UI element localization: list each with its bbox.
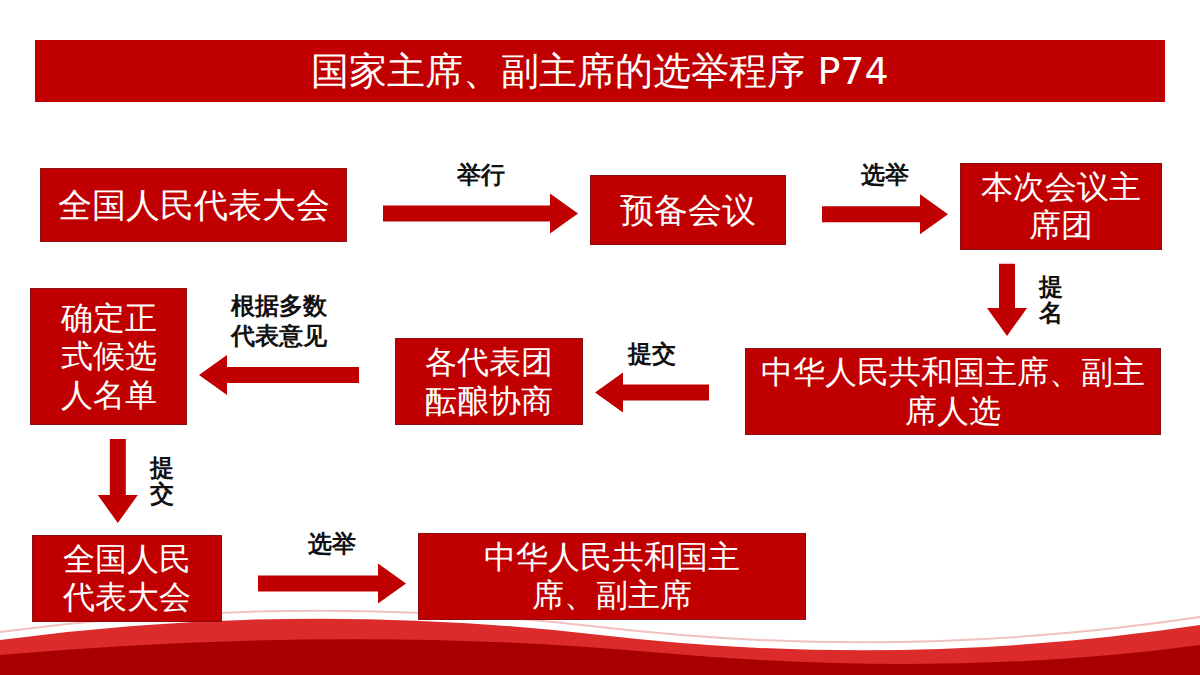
arrow-connector bbox=[987, 264, 1027, 336]
arrow-connector bbox=[383, 194, 578, 234]
box-text: 预备会议 bbox=[620, 190, 756, 231]
box-text: 全国人民代表大会 bbox=[58, 185, 330, 226]
title-text: 国家主席、副主席的选举程序 P74 bbox=[311, 46, 888, 97]
box-text: 全国人民代表大会 bbox=[55, 540, 199, 617]
process-box: 全国人民代表大会 bbox=[40, 168, 347, 242]
process-box: 预备会议 bbox=[590, 175, 786, 245]
box-text: 本次会议主席团 bbox=[973, 168, 1149, 245]
arrow-connector bbox=[199, 355, 359, 395]
box-text: 中华人民共和国主席、副主席 bbox=[459, 538, 765, 615]
process-box: 中华人民共和国主席、副主席人选 bbox=[745, 348, 1161, 435]
arrow-connector bbox=[822, 194, 948, 234]
arrow-connector bbox=[595, 373, 709, 413]
process-box: 全国人民代表大会 bbox=[32, 535, 222, 622]
edge-label: 提交 bbox=[628, 339, 676, 369]
arrow-connector bbox=[258, 563, 406, 603]
edge-label: 选举 bbox=[861, 160, 909, 190]
box-text: 中华人民共和国主席、副主席人选 bbox=[760, 353, 1146, 430]
edge-label: 举行 bbox=[457, 160, 505, 190]
edge-label: 选举 bbox=[308, 529, 356, 559]
box-text: 确定正式候选人名单 bbox=[51, 299, 166, 414]
edge-label: 提交 bbox=[150, 455, 174, 508]
process-box: 中华人民共和国主席、副主席 bbox=[418, 533, 806, 620]
process-box: 确定正式候选人名单 bbox=[30, 288, 187, 425]
edge-label: 提名 bbox=[1039, 274, 1063, 327]
box-text: 各代表团酝酿协商 bbox=[418, 343, 560, 420]
process-box: 各代表团酝酿协商 bbox=[395, 338, 583, 425]
arrow-connector bbox=[98, 439, 138, 523]
process-box: 本次会议主席团 bbox=[960, 163, 1162, 250]
edge-label: 根据多数 代表意见 bbox=[227, 291, 331, 351]
title-band: 国家主席、副主席的选举程序 P74 bbox=[35, 40, 1165, 102]
